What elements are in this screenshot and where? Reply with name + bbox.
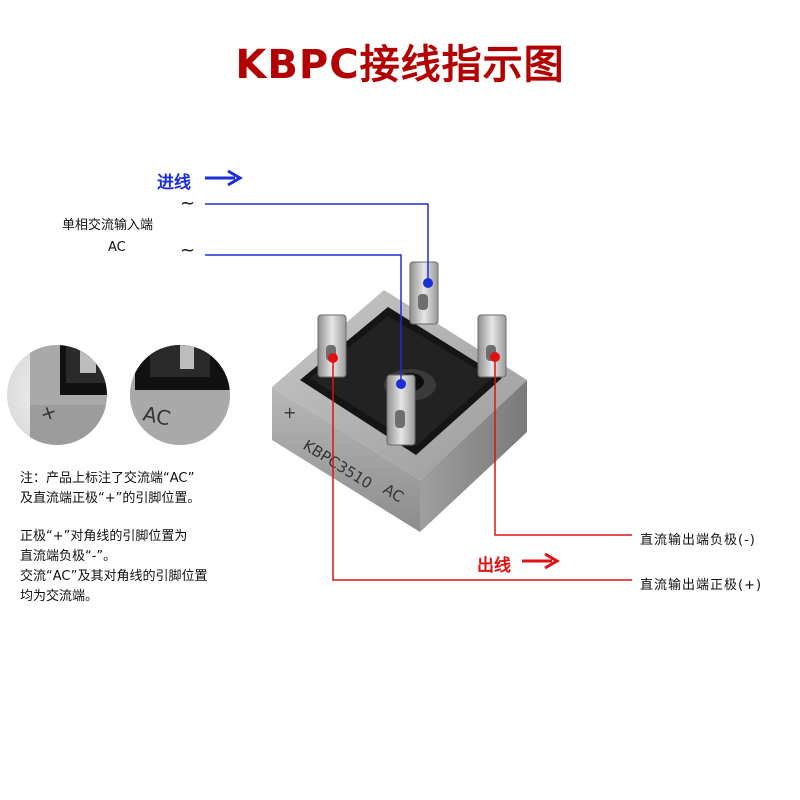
pin-center: [386, 374, 416, 446]
zoom-ac-mark: AC: [141, 401, 173, 430]
note-line-5: 直流端负极“-”。: [20, 549, 117, 564]
page-title: KBPC接线指示图: [235, 42, 565, 88]
ac-dot-lower: [396, 379, 406, 389]
output-arrow: [522, 552, 560, 570]
dc-positive-label: 直流输出端正极(+): [640, 578, 763, 593]
dc-negative-wire: [494, 357, 632, 536]
zoom-plus-mark: +: [36, 398, 60, 426]
tilde-lower: ~: [180, 240, 196, 261]
pin-right: [477, 314, 507, 378]
ac-label: AC: [108, 240, 126, 255]
pin-left: [317, 314, 347, 378]
zoom-ac-detail: AC: [130, 345, 230, 445]
pin-top: [409, 261, 439, 325]
ac-input-label: 单相交流输入端: [62, 218, 154, 233]
ac-wire-upper: [205, 203, 429, 283]
note-line-1: 注：产品上标注了交流端“AC”: [20, 471, 195, 486]
zoom-plus-detail: +: [7, 345, 107, 445]
note-line-2: 及直流端正极“+”的引脚位置。: [20, 491, 201, 506]
dc-positive-dot: [328, 353, 338, 363]
input-arrow-label: 进线: [157, 173, 191, 193]
ac-wire-lower: [205, 254, 402, 384]
tilde-upper: ~: [180, 193, 196, 214]
ac-dot-upper: [423, 278, 433, 288]
dc-positive-wire: [332, 358, 632, 581]
device-plus-mark: +: [283, 403, 296, 422]
dc-negative-label: 直流输出端负极(-): [640, 533, 756, 548]
note-line-7: 均为交流端。: [20, 589, 99, 604]
note-line-4: 正极“+”对角线的引脚位置为: [20, 529, 188, 544]
note-line-6: 交流“AC”及其对角线的引脚位置: [20, 569, 208, 584]
dc-negative-dot: [490, 352, 500, 362]
output-arrow-label: 出线: [477, 556, 511, 576]
input-arrow: [205, 169, 243, 187]
